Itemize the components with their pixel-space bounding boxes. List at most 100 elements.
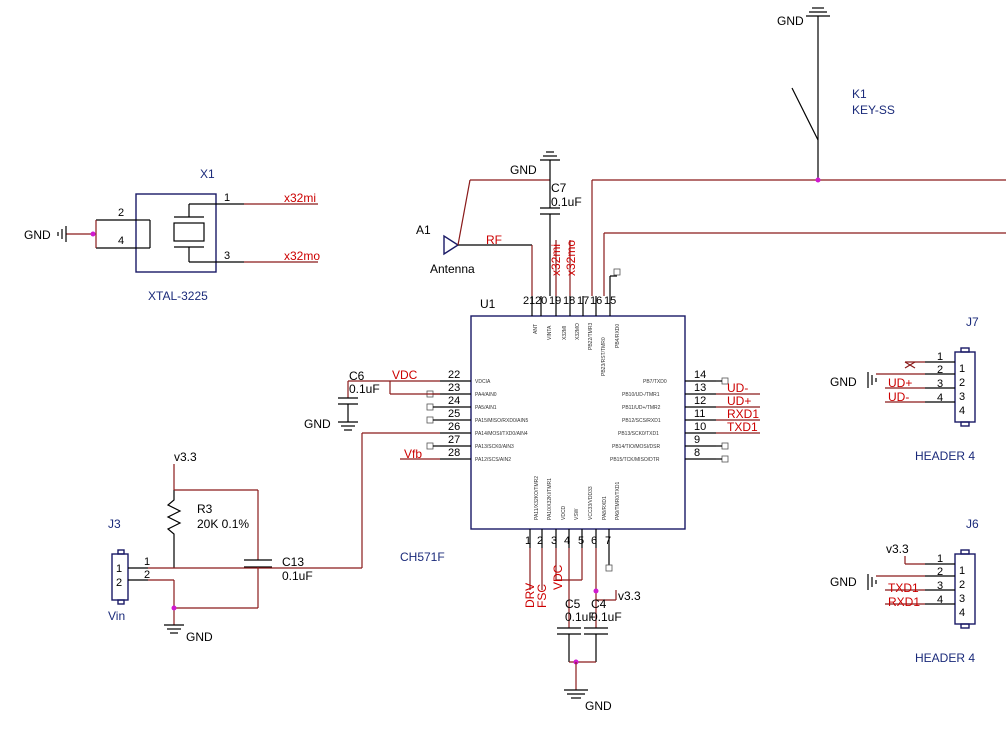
bottom-gnd-symbol: GND [564,689,612,713]
x1-pin2: 2 [118,207,124,219]
svg-text:3: 3 [959,391,965,403]
k1-ref: K1 [852,87,867,101]
c5-ref: C5 [565,597,581,611]
x1-pin3: 3 [224,250,230,262]
svg-text:PA10/X32KI/TMR1: PA10/X32KI/TMR1 [547,478,553,520]
svg-text:2: 2 [959,377,965,389]
svg-text:1: 1 [116,563,122,575]
svg-text:23: 23 [448,382,460,394]
bottom-gnd-label: GND [585,699,612,713]
u1-left-pins: 22 23 24 25 26 27 28 VDCIA PA4/AIN0 PA5/… [440,369,528,463]
j6-ref: J6 [966,517,979,531]
j3-ref: J3 [108,517,121,531]
svg-text:PA14/MOSI/TXD0/AIN4: PA14/MOSI/TXD0/AIN4 [475,431,528,437]
j7-header: 1 2 3 4 1 2 3 4 J7 HEADER 4 [915,315,979,463]
c6-gnd-label: GND [304,417,331,431]
svg-text:3: 3 [959,593,965,605]
k1-value: KEY-SS [852,103,895,117]
svg-text:1: 1 [959,565,965,577]
c4-capacitor: C4 0.1uF [584,597,622,662]
x1-ref: X1 [200,167,215,181]
svg-text:VSW: VSW [574,508,580,520]
svg-text:22: 22 [448,369,460,381]
svg-text:PA8/RXD1: PA8/RXD1 [602,496,608,520]
x1-value: XTAL-3225 [148,289,208,303]
j7-gnd-label: GND [830,375,857,389]
u1-net-drv: DRV [523,583,537,608]
svg-text:2: 2 [937,566,943,578]
c7-ref: C7 [551,181,567,195]
svg-text:PB22/TMR3: PB22/TMR3 [588,323,594,350]
svg-text:3: 3 [937,580,943,592]
svg-text:PA15/MISO/RXD0/AIN5: PA15/MISO/RXD0/AIN5 [475,418,528,424]
svg-text:10: 10 [694,421,706,433]
svg-text:19: 19 [549,295,561,307]
u1-right-pins: 14 13 12 11 10 9 8 PB7/TXD0 PB10/UD-/TMR… [610,369,716,463]
svg-text:11: 11 [694,408,705,420]
x1-gnd-symbol: GND [24,226,67,242]
u1-value: CH571F [400,550,445,564]
c13-capacitor: C13 0.1uF [244,555,313,583]
svg-text:12: 12 [694,395,706,407]
a1-antenna: A1 Antenna [416,223,532,276]
c7-value: 0.1uF [551,195,582,209]
r3-v33-label: v3.3 [174,450,197,464]
j6-net-rxd1: RXD1 [888,595,920,609]
svg-text:27: 27 [448,434,460,446]
svg-text:26: 26 [448,421,460,433]
c7-gnd-label: GND [510,163,537,177]
svg-text:2: 2 [937,364,943,376]
c13-value: 0.1uF [282,569,313,583]
c6-value: 0.1uF [349,382,380,396]
c6-capacitor: C6 0.1uF GND [304,369,440,431]
a1-value: Antenna [430,262,475,276]
svg-text:PA5/AIN1: PA5/AIN1 [475,405,497,411]
svg-text:1: 1 [937,553,943,565]
c13-ref: C13 [282,555,304,569]
u1-v33-bottom: v3.3 [618,589,641,603]
u1-top-pins: 21 20 19 18 17 16 15 ANT VINTA X32MI X32… [523,295,621,376]
svg-text:13: 13 [694,382,706,394]
svg-text:14: 14 [694,369,706,381]
svg-text:4: 4 [937,392,943,404]
c5-capacitor: C5 0.1uF [557,580,596,662]
svg-text:25: 25 [448,408,460,420]
x1-net-mo: x32mo [284,249,320,263]
svg-text:PA9/TMR0/TXD1: PA9/TMR0/TXD1 [615,482,621,520]
svg-text:VDCD: VDCD [561,505,567,520]
j7-ref: J7 [966,315,979,329]
r3-value: 20K 0.1% [197,517,249,531]
svg-text:2: 2 [116,577,122,589]
svg-text:PB23/RST/TMR0: PB23/RST/TMR0 [601,337,607,376]
svg-text:1: 1 [525,535,531,547]
svg-text:2: 2 [144,569,150,581]
svg-text:6: 6 [591,535,597,547]
j6-net-txd1: TXD1 [888,581,919,595]
svg-text:PB14/TIO/MOSI/DSR: PB14/TIO/MOSI/DSR [612,444,660,450]
j7-value: HEADER 4 [915,449,975,463]
svg-text:VDCIA: VDCIA [475,379,491,385]
svg-text:PB12/SCS/RXD1: PB12/SCS/RXD1 [622,418,661,424]
u1-bottom-pins: 1 2 3 4 5 6 7 PA11/X32KO/TMR2 PA10/X32KI… [525,476,621,548]
svg-text:4: 4 [564,535,570,547]
svg-text:PA13/SCK0/AIN3: PA13/SCK0/AIN3 [475,444,514,450]
x1-pin4: 4 [118,235,124,247]
svg-text:PA12/SCS/AIN2: PA12/SCS/AIN2 [475,457,511,463]
c4-value: 0.1uF [591,610,622,624]
svg-text:VCC33/VDD33: VCC33/VDD33 [588,486,594,520]
u1-mcu: U1 CH571F 21 20 19 18 17 16 15 ANT VINTA… [400,180,760,608]
svg-text:PB15/TCK/MISO/DTR: PB15/TCK/MISO/DTR [610,457,660,463]
c4-ref: C4 [591,597,607,611]
svg-text:24: 24 [448,395,460,407]
svg-text:7: 7 [605,535,611,547]
u1-net-vdc-bottom: VDC [551,564,565,590]
rf-net-label: RF [486,233,502,247]
svg-text:4: 4 [937,594,943,606]
vfb-net-label: Vfb [404,447,422,461]
j3-value: Vin [108,609,125,623]
svg-text:4: 4 [959,405,965,417]
j6-gnd-symbol: GND [830,574,877,590]
svg-text:PA11/X32KO/TMR2: PA11/X32KO/TMR2 [534,476,540,520]
svg-text:18: 18 [563,295,575,307]
j3-gnd-symbol: GND [164,624,213,644]
